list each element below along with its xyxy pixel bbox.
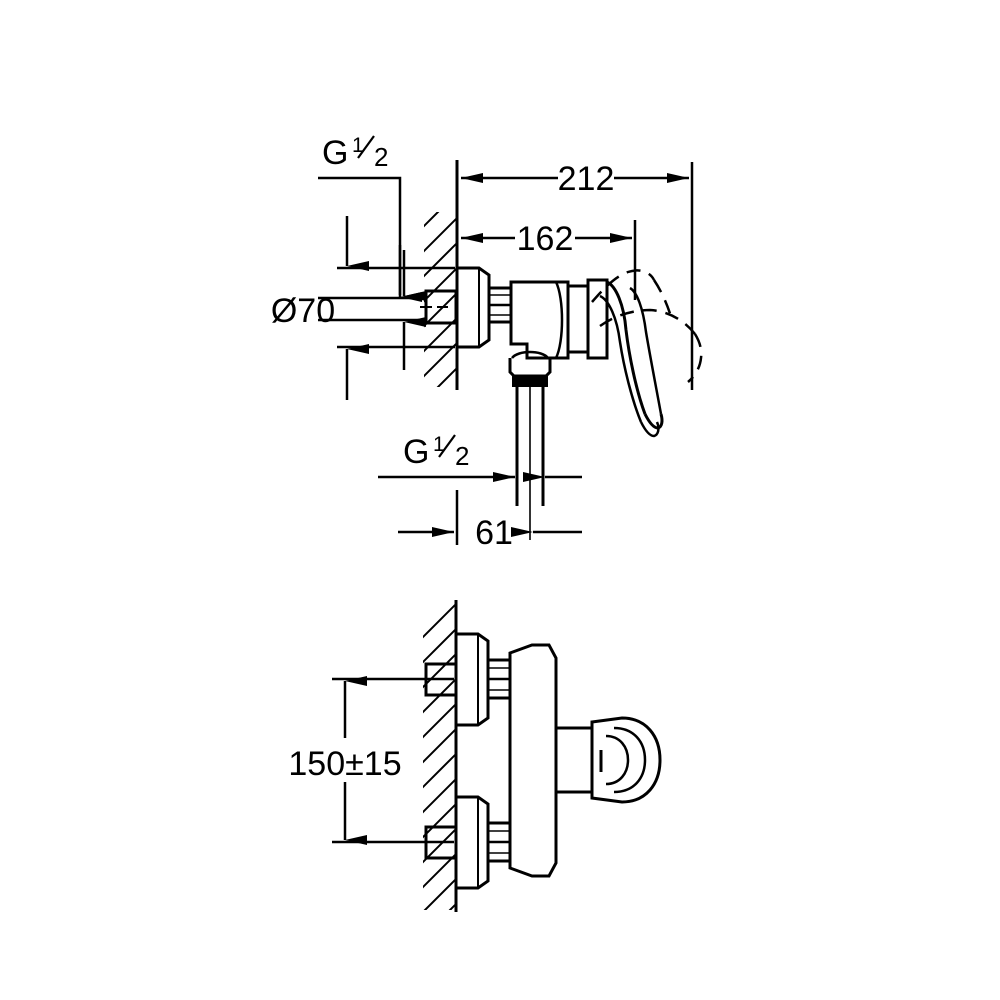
handle-stem-front [554,726,594,794]
thread-top-g-label: G [322,134,348,172]
dim-70-label: Ø70 [271,292,335,330]
thread-callout-bottom: G 1 2 [378,433,582,482]
connector-nut-top [487,286,513,324]
dim-61-label: 61 [475,514,513,552]
thread-bottom-denominator: 2 [455,441,469,471]
thread-top-numerator: 1 [352,134,364,157]
outlet-pipe-top [515,380,545,540]
dim-150-label: 150±15 [288,745,401,783]
lever-handle-top [599,280,664,438]
wall-hatch-top [424,212,457,387]
dimension-diameter-70: Ø70 [271,216,455,400]
lever-handle-front [590,716,662,804]
cartridge-housing-top [566,278,609,360]
inlet-nipple-top [420,289,458,325]
lever-handle-raised-phantom-top [591,269,703,383]
dimension-212: 212 [455,160,694,390]
dim-212-label: 212 [558,160,615,198]
front-view-group [420,600,662,912]
connector-nut-lower [486,821,512,863]
dimension-61: 61 [398,490,582,552]
thread-top-denominator: 2 [374,142,388,172]
thread-callout-top: G 1 2 [318,134,422,302]
escutcheon-upper [456,632,490,727]
escutcheon-top [457,266,491,349]
side-view-group [420,160,703,540]
dimension-150: 150±15 [288,676,454,845]
wall-hatch-bottom [423,602,456,910]
thread-bottom-numerator: 1 [433,433,445,456]
connector-nut-upper [486,658,512,700]
thread-bottom-g-label: G [403,433,429,471]
mixer-body-top [509,280,570,360]
mixer-body-front [508,643,558,878]
dimension-162: 162 [461,220,637,300]
escutcheon-lower [456,795,490,890]
dim-162-label: 162 [517,220,574,258]
